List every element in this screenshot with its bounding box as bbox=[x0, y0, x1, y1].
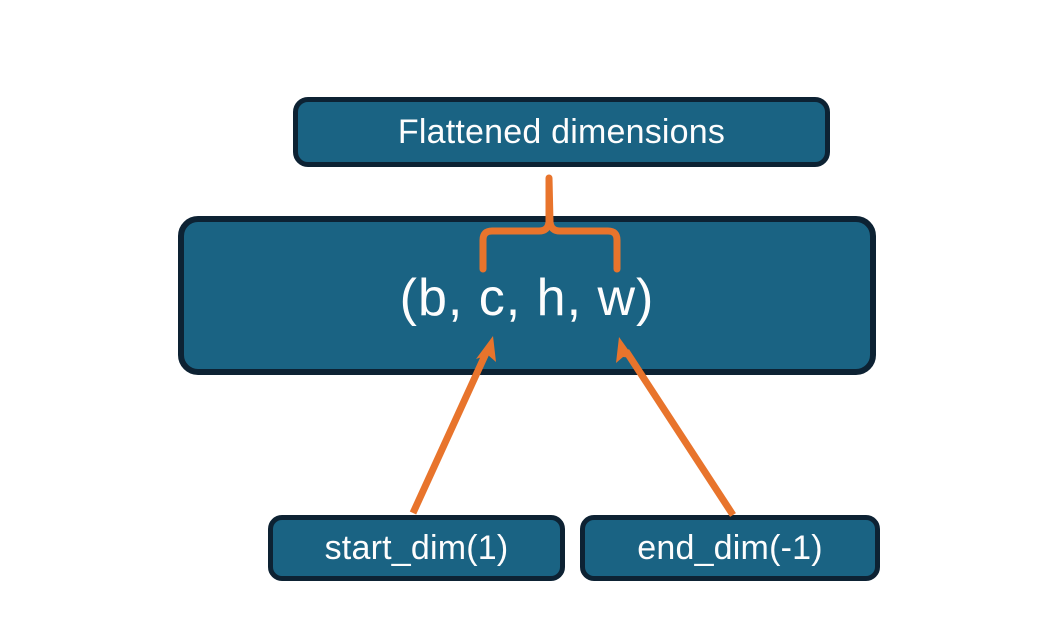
end-dim-label: end_dim(-1) bbox=[637, 529, 823, 567]
flattened-dimensions-label: Flattened dimensions bbox=[397, 113, 726, 151]
tensor-shape-box[interactable]: (b, c, h, w) bbox=[178, 216, 876, 375]
end-dim-box[interactable]: end_dim(-1) bbox=[580, 515, 880, 581]
start-dim-box[interactable]: start_dim(1) bbox=[268, 515, 565, 581]
start-dim-label: start_dim(1) bbox=[324, 529, 509, 567]
flattened-dimensions-box[interactable]: Flattened dimensions bbox=[293, 97, 830, 167]
tensor-shape-label: (b, c, h, w) bbox=[399, 268, 655, 327]
